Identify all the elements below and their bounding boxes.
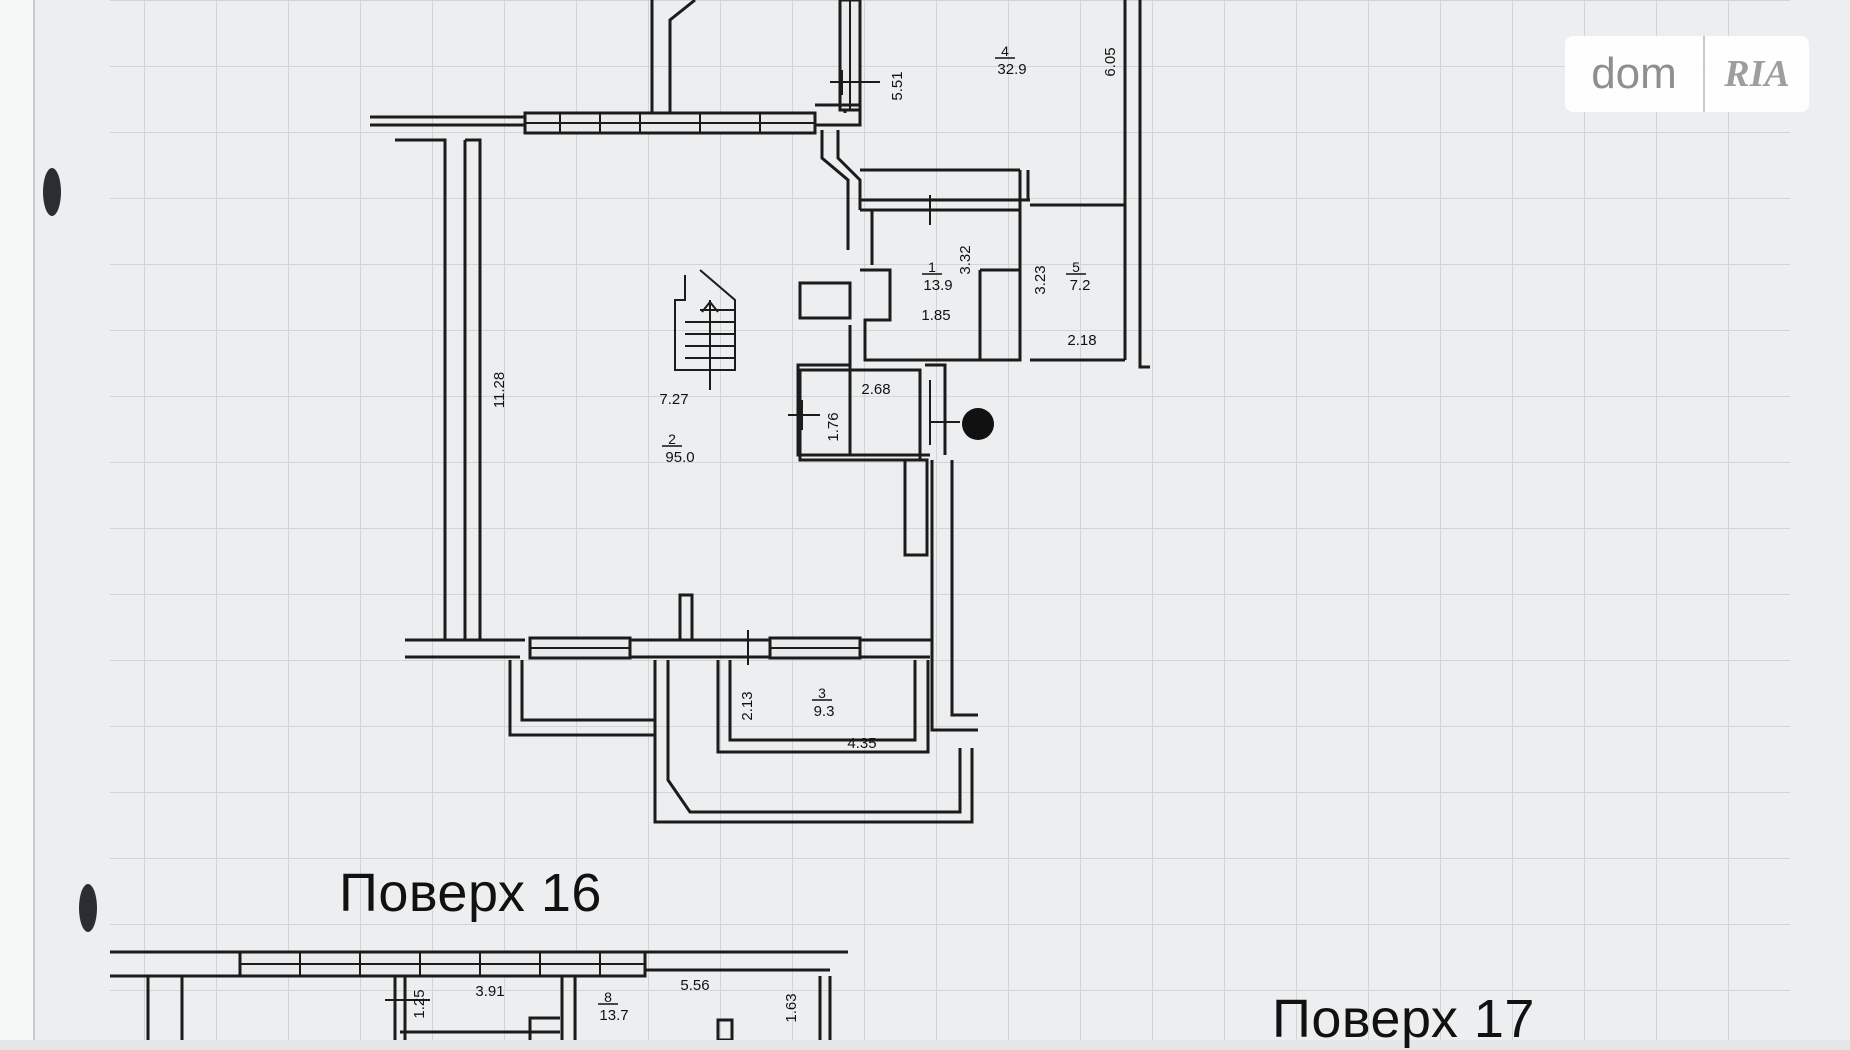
dim-5-56: 5.56 (680, 977, 709, 994)
room-labels: 4 32.9 1 13.9 5 7.2 2 95.0 3 9.3 (662, 43, 1090, 720)
room-2-area: 95.0 (665, 449, 694, 466)
dim-2-68: 2.68 (861, 381, 890, 398)
marker-dot (962, 408, 994, 440)
dim-1-76: 1.76 (825, 412, 842, 441)
room-1-number: 1 (928, 259, 936, 275)
dimension-labels: 5.51 6.05 3.32 3.23 1.85 2.18 11.28 7.27… (491, 47, 1119, 752)
dom-ria-watermark: dom RIA (1565, 36, 1809, 112)
grid-paper (110, 0, 1790, 1040)
dim-1-25: 1.25 (411, 989, 428, 1018)
room-8-number: 8 (604, 989, 612, 1005)
room-8-area: 13.7 (599, 1007, 628, 1024)
binder-hole (43, 168, 61, 216)
floor-17-plan (110, 950, 848, 1040)
room-1-area: 13.9 (923, 277, 952, 294)
staircase-symbol (674, 269, 736, 390)
watermark-divider (1703, 36, 1705, 112)
dim-3-32: 3.32 (957, 245, 974, 274)
room-5-area: 7.2 (1070, 277, 1091, 294)
dim-1-85: 1.85 (921, 307, 950, 324)
room-2-number: 2 (668, 431, 676, 447)
dim-6-05: 6.05 (1102, 47, 1119, 76)
room-4-area: 32.9 (997, 61, 1026, 78)
dim-7-27: 7.27 (659, 391, 688, 408)
dim-11-28: 11.28 (491, 372, 508, 408)
dim-3-91: 3.91 (475, 983, 504, 1000)
room-3-number: 3 (818, 685, 826, 701)
dim-2-13: 2.13 (739, 691, 756, 720)
watermark-brand: dom (1591, 49, 1677, 98)
floor-16-heading: Поверх 16 (339, 863, 602, 923)
room-3-area: 9.3 (814, 703, 835, 720)
dim-1-63: 1.63 (783, 993, 800, 1022)
room-4-number: 4 (1001, 43, 1009, 59)
dim-3-23: 3.23 (1032, 265, 1049, 294)
dim-5-51: 5.51 (889, 71, 906, 100)
floor-17-labels: 1.25 3.91 5.56 1.63 8 13.7 (411, 977, 800, 1024)
room-5-number: 5 (1072, 259, 1080, 275)
dim-2-18: 2.18 (1067, 332, 1096, 349)
dim-4-35: 4.35 (847, 735, 876, 752)
floor-17-heading: Поверх 17 (1272, 989, 1535, 1049)
watermark-ria-logo: RIA (1724, 53, 1790, 95)
floor-16-plan (370, 0, 1150, 824)
binder-hole (79, 884, 97, 932)
